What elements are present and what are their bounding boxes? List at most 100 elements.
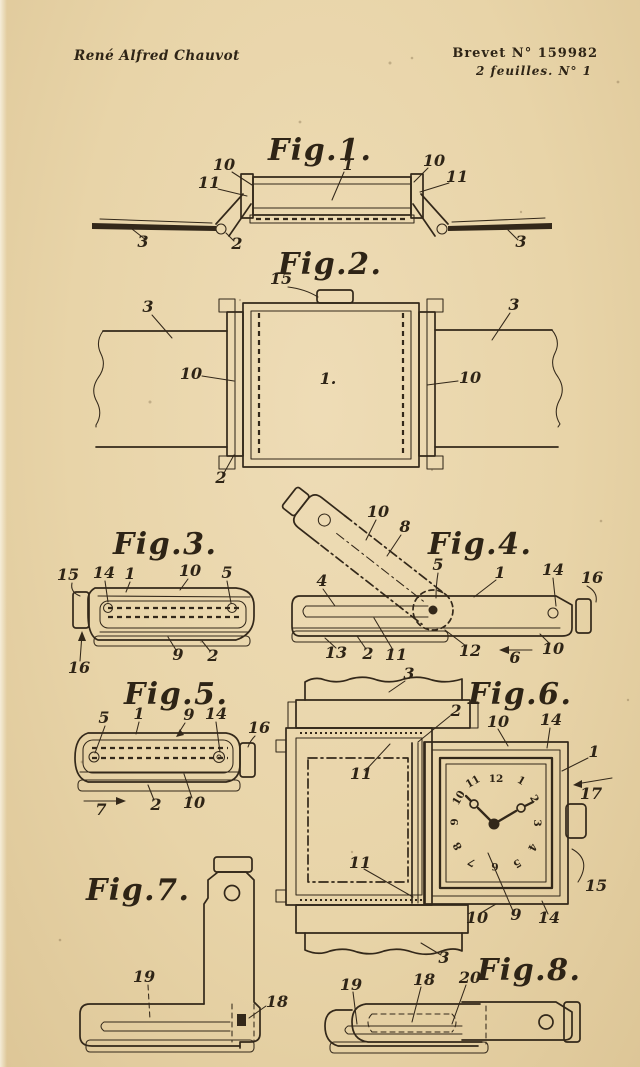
ref-label: 1	[588, 742, 599, 761]
ref-label: 11	[385, 645, 407, 664]
ref-label: 3	[137, 232, 148, 251]
patent-number: Brevet N° 159982	[452, 46, 598, 61]
ref-label: 1	[342, 155, 353, 174]
ref-label: 5	[98, 708, 109, 727]
fig1-title: Fig.1.	[267, 133, 372, 168]
ref-label: 3	[403, 664, 414, 683]
fig5-leaders	[83, 721, 256, 805]
ref-label: 18	[413, 970, 435, 989]
fig6-leaders	[363, 680, 589, 956]
watch-dial: 12 1 2 3 4 5 6 7 8 9 10 11	[449, 773, 543, 872]
fig7-drawing: Fig.7. 19 18	[79, 856, 288, 1053]
fig4-title: Fig.4.	[427, 527, 532, 562]
ref-label: 1	[124, 564, 135, 583]
ref-label: 9	[183, 705, 194, 724]
ref-label: 12	[459, 641, 481, 660]
ref-label: 14	[538, 908, 560, 927]
ref-label: 2	[230, 234, 242, 253]
ref-label: 5	[432, 555, 443, 574]
ref-label: 14	[540, 710, 562, 729]
ref-label: 6	[509, 648, 520, 667]
fig8-drawing: Fig.8. 19 18 20	[324, 953, 581, 1054]
ref-label: 10	[367, 502, 389, 521]
ref-label: 2	[361, 644, 373, 663]
ref-label: 1	[494, 563, 505, 582]
ref-label: 19	[133, 967, 155, 986]
ref-label: 10	[183, 793, 205, 812]
ref-label: 10	[213, 155, 235, 174]
ref-label: 10	[466, 908, 488, 927]
ref-label: 14	[93, 563, 115, 582]
ref-label: 10	[487, 712, 509, 731]
ref-label: 19	[340, 975, 362, 994]
ref-label: 3	[438, 948, 449, 967]
ref-label: 1	[133, 704, 144, 723]
ref-label: 10	[542, 639, 564, 658]
ref-label: 15	[585, 876, 607, 895]
ref-label: 5	[221, 563, 232, 582]
fig2-leaders	[151, 286, 511, 474]
fig7-title: Fig.7.	[85, 873, 190, 908]
paper-speckles	[58, 56, 630, 964]
ref-label: 17	[580, 784, 602, 803]
ref-label: 8	[398, 517, 410, 536]
dial-numeral: 9	[449, 818, 461, 825]
fig8-leaders	[352, 984, 467, 1025]
ref-label: 4	[316, 571, 327, 590]
ref-label: 2	[214, 468, 226, 487]
ref-label: 16	[248, 718, 270, 737]
ref-label: 14	[542, 560, 564, 579]
ref-label: 3	[142, 297, 153, 316]
ref-label: 11	[198, 173, 220, 192]
ref-label: 16	[68, 658, 90, 677]
watch-hands	[464, 794, 535, 830]
ref-label: 14	[205, 704, 227, 723]
ref-label: 15	[270, 269, 292, 288]
ref-label: 2	[206, 646, 218, 665]
ref-label: 9	[510, 905, 521, 924]
fig8-title: Fig.8.	[476, 953, 581, 988]
fig5-title: Fig.5.	[123, 677, 228, 712]
inventor-name: René Alfred Chauvot	[74, 48, 240, 64]
ref-label: 11	[350, 764, 372, 783]
fig5-drawing: Fig.5. 5 1 9 14 16 7 2	[74, 677, 270, 819]
ref-label: 2	[149, 795, 161, 814]
fig4-leaders	[322, 519, 597, 654]
fig3-title: Fig.3.	[112, 527, 217, 562]
dial-numeral: 10	[450, 789, 468, 808]
ref-label: 18	[266, 992, 288, 1011]
ref-label: 7	[95, 800, 106, 819]
sheet-note: 2 feuilles. N° 1	[476, 64, 592, 78]
ref-label: 10	[459, 368, 481, 387]
ref-label: 13	[325, 643, 347, 662]
fig2-title: Fig.2.	[277, 247, 382, 282]
dial-numeral: 6	[491, 860, 498, 872]
fig7-leaders	[147, 984, 267, 1021]
ref-label: 10	[180, 364, 202, 383]
dial-numeral: 4	[525, 841, 539, 853]
dial-numeral: 11	[464, 773, 483, 791]
fig3-drawing: Fig.3. 15 14 1 10 5 16 9 2	[57, 527, 255, 677]
fig1-drawing: Fig.1.	[92, 133, 552, 253]
fig2-drawing: Fig.2.	[93, 247, 563, 487]
ref-label: 15	[57, 565, 79, 584]
ref-label: 10	[423, 151, 445, 170]
ref-label: 3	[515, 232, 526, 251]
fig4-swung-case	[281, 486, 447, 626]
ref-label: 2	[449, 701, 461, 720]
dial-numeral: 7	[466, 855, 479, 869]
ref-label: 11	[446, 167, 468, 186]
ref-label: 3	[508, 295, 519, 314]
ref-label: 11	[349, 853, 371, 872]
dial-numeral: 12	[489, 773, 504, 785]
fig4-drawing: Fig.4.	[281, 486, 603, 667]
ref-label: 16	[581, 568, 603, 587]
fig3-leaders	[71, 578, 232, 662]
fig6-title: Fig.6.	[467, 677, 572, 712]
fig1-leaders	[131, 167, 519, 242]
ref-label: 10	[179, 561, 201, 580]
dial-numeral: 3	[531, 819, 543, 826]
dial-numeral: 8	[451, 840, 465, 852]
